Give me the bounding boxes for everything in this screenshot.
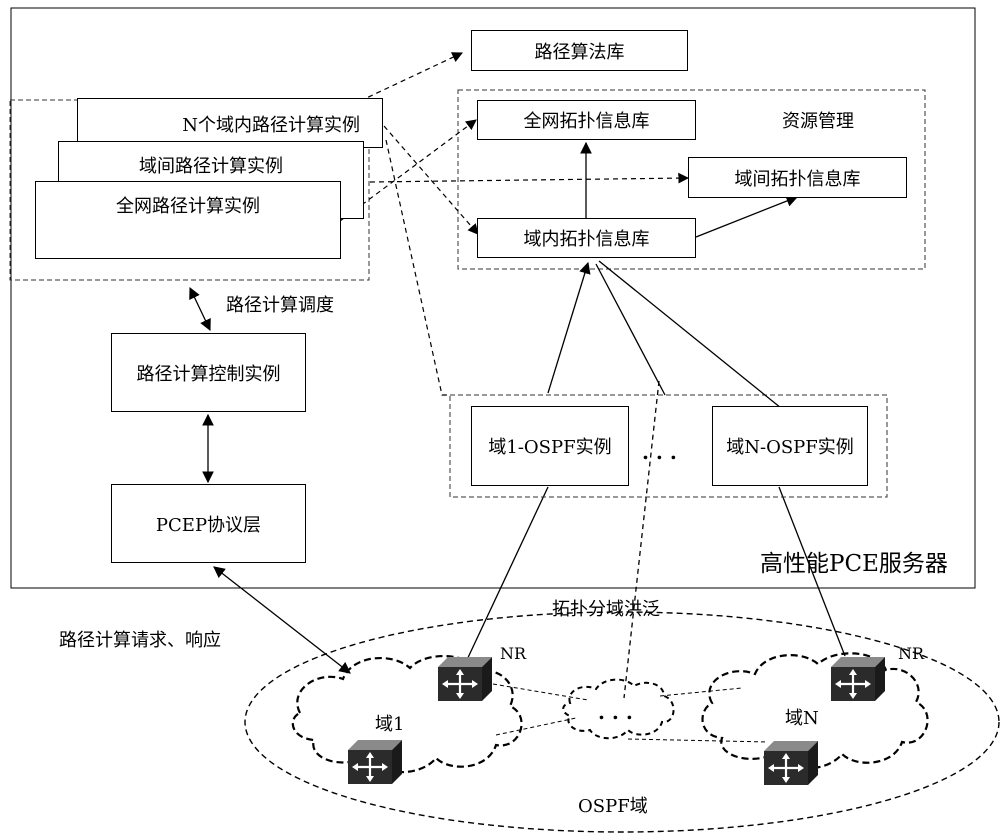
pcep-layer-box: PCEP协议层	[111, 484, 306, 563]
full-topology-db-box: 全网拓扑信息库	[477, 100, 696, 140]
request-response-label: 路径计算请求、响应	[59, 630, 221, 651]
nr-left-label: NR	[500, 644, 527, 663]
scheduling-label: 路径计算调度	[226, 295, 334, 316]
ospf-instances-ellipsis: . . .	[642, 440, 677, 464]
ospf-instance-domainN-box: 域N-OSPF实例	[712, 406, 868, 486]
inter-topology-db-box: 域间拓扑信息库	[688, 157, 907, 198]
control-instance-box: 路径计算控制实例	[111, 333, 306, 412]
intra-topology-db-box: 域内拓扑信息库	[477, 218, 696, 258]
middle-cloud	[562, 678, 675, 740]
domain1-label: 域1	[375, 714, 405, 735]
router-nr-left	[436, 655, 494, 703]
nr-right-label: NR	[898, 644, 925, 663]
ospf-domain-ellipse	[244, 611, 1000, 833]
flood-label: 拓扑分域洪泛	[552, 599, 660, 620]
domain1-cloud	[291, 655, 523, 774]
resource-management-label: 资源管理	[782, 111, 854, 132]
router-domain1	[346, 738, 404, 786]
server-title: 高性能PCE服务器	[760, 551, 948, 577]
middle-ellipsis: . . .	[598, 700, 633, 724]
algorithm-library-box: 路径算法库	[471, 30, 688, 71]
ospf-instance-domain1-box: 域1-OSPF实例	[471, 406, 629, 486]
domainN-cloud	[701, 652, 929, 770]
domainN-label: 域N	[785, 708, 819, 729]
router-nr-right	[829, 655, 887, 703]
pce-server-border	[10, 7, 976, 589]
ospf-domain-label: OSPF域	[578, 796, 648, 817]
router-domainN	[762, 739, 820, 787]
intra-instance-box: N个域内路径计算实例	[77, 98, 383, 148]
full-network-instance-box: 全网路径计算实例	[35, 181, 341, 259]
